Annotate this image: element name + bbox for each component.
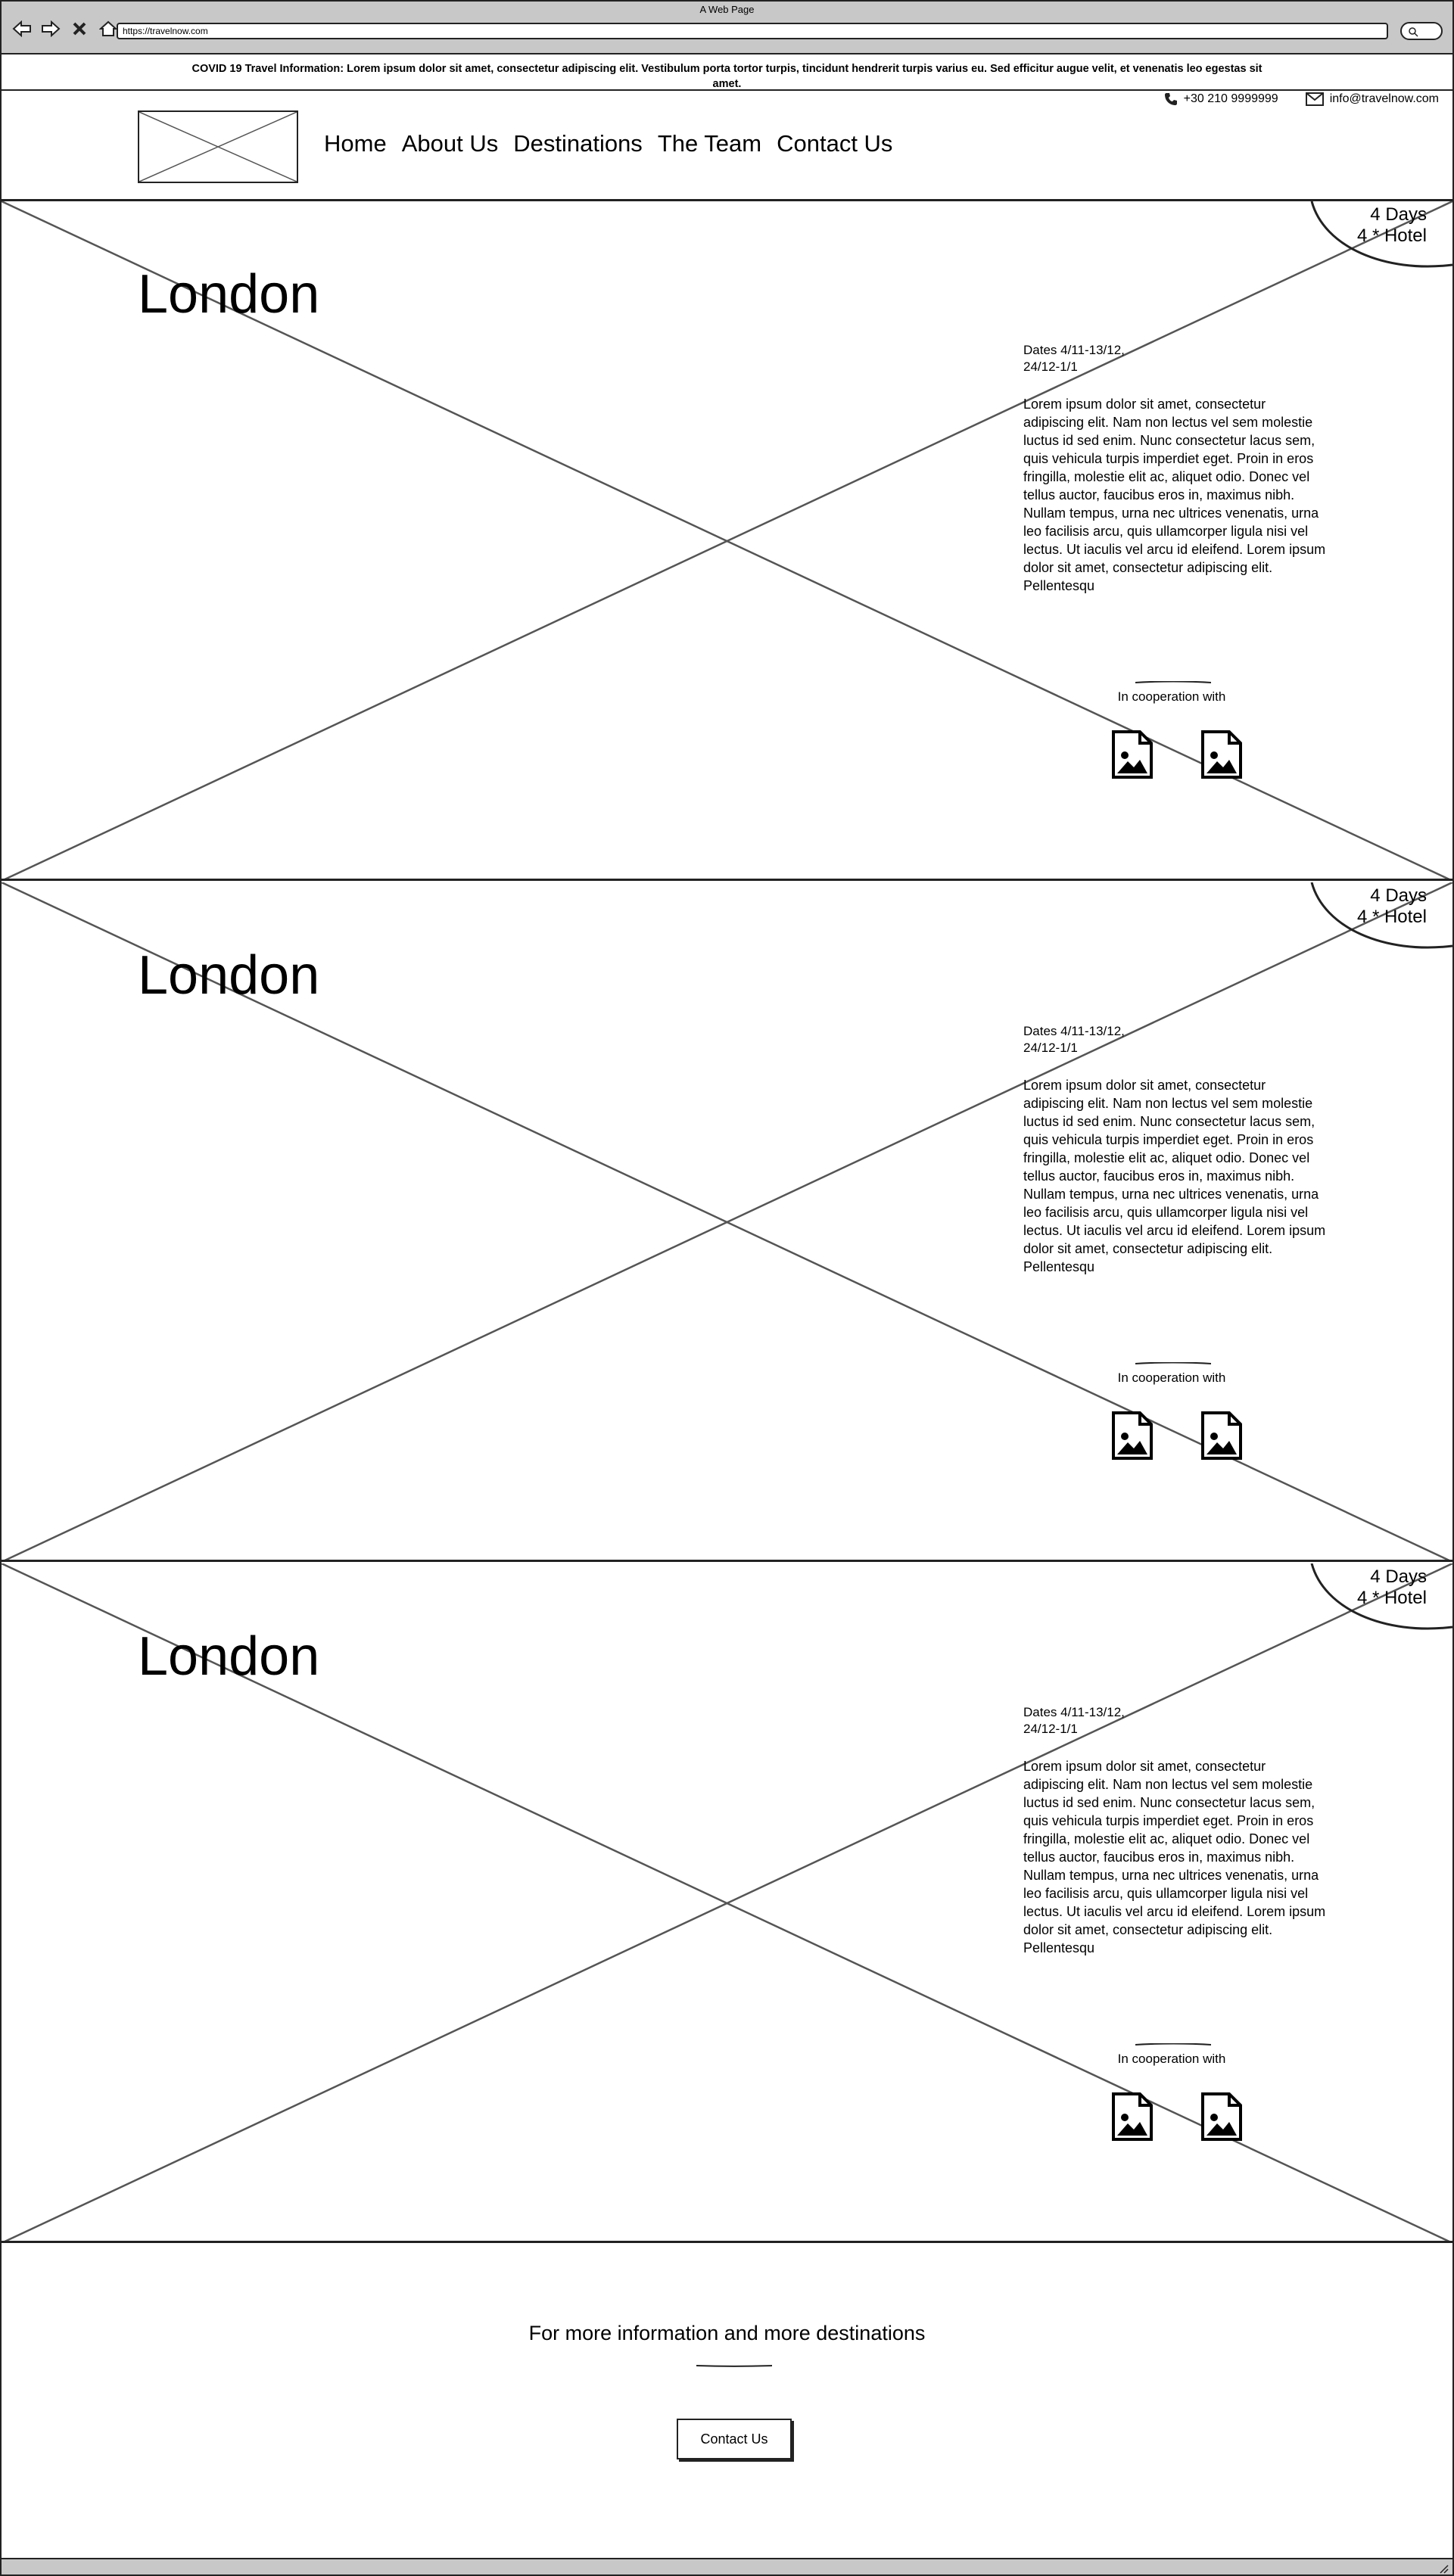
cooperation-label: In cooperation with xyxy=(1117,1370,1226,1385)
logo-placeholder[interactable] xyxy=(138,110,298,183)
divider xyxy=(1135,1362,1211,1364)
arrow-right-icon[interactable] xyxy=(39,19,62,39)
image-file-icon[interactable] xyxy=(1200,730,1243,779)
site-footer: For more information and more destinatio… xyxy=(2,2243,1452,2555)
image-file-icon[interactable] xyxy=(1111,730,1154,779)
nav-home[interactable]: Home xyxy=(324,130,387,157)
trip-description: Lorem ipsum dolor sit amet, consectetur … xyxy=(1023,397,1326,593)
main-nav: Home About Us Destinations The Team Cont… xyxy=(324,130,892,157)
nav-about-us[interactable]: About Us xyxy=(401,130,499,157)
envelope-icon xyxy=(1305,92,1324,106)
destination-card: London 4 Days 4 * Hotel Dates 4/11-13/12… xyxy=(2,1563,1452,2243)
home-icon[interactable] xyxy=(97,19,120,39)
city-title: London xyxy=(138,264,320,325)
trip-badge: 4 Days 4 * Hotel xyxy=(1336,204,1427,247)
destination-card: London 4 Days 4 * Hotel Dates 4/11-13/12… xyxy=(2,882,1452,1562)
badge-hotel: 4 * Hotel xyxy=(1356,1588,1427,1608)
covid-banner: COVID 19 Travel Information: Lorem ipsum… xyxy=(2,56,1452,91)
browser-toolbar: A Web Page https://travelnow.com xyxy=(0,0,1454,54)
nav-contact-us[interactable]: Contact Us xyxy=(777,130,893,157)
badge-hotel: 4 * Hotel xyxy=(1356,226,1427,246)
browser-search-button[interactable] xyxy=(1400,22,1443,40)
nav-the-team[interactable]: The Team xyxy=(657,130,762,157)
badge-days: 4 Days xyxy=(1370,1566,1427,1587)
trip-dates: Dates 4/11-13/12, 24/12-1/1 xyxy=(1023,1024,1125,1055)
browser-status-bar xyxy=(0,2558,1454,2576)
contact-us-button[interactable]: Contact Us xyxy=(677,2419,792,2459)
trip-badge: 4 Days 4 * Hotel xyxy=(1336,1566,1427,1609)
badge-hotel: 4 * Hotel xyxy=(1356,907,1427,927)
close-icon[interactable] xyxy=(68,19,91,39)
email-address: info@travelnow.com xyxy=(1329,92,1439,105)
badge-arc xyxy=(1310,882,1452,949)
city-title: London xyxy=(138,945,320,1006)
image-file-icon[interactable] xyxy=(1111,2092,1154,2142)
image-file-icon[interactable] xyxy=(1200,2092,1243,2142)
site-header: +30 210 9999999 info@travelnow.com Home … xyxy=(2,91,1452,201)
cooperation-label: In cooperation with xyxy=(1117,689,1226,704)
badge-arc xyxy=(1310,1563,1452,1630)
phone-number: +30 210 9999999 xyxy=(1183,92,1278,105)
badge-arc xyxy=(1310,201,1452,268)
phone-contact[interactable]: +30 210 9999999 xyxy=(1164,92,1278,106)
city-title: London xyxy=(138,1626,320,1687)
phone-icon xyxy=(1164,93,1177,105)
divider xyxy=(696,2365,772,2367)
contact-info: +30 210 9999999 info@travelnow.com xyxy=(1164,92,1439,106)
trip-dates: Dates 4/11-13/12, 24/12-1/1 xyxy=(1023,1705,1125,1736)
nav-destinations[interactable]: Destinations xyxy=(513,130,643,157)
browser-nav-buttons xyxy=(11,19,120,39)
resize-grip-icon[interactable] xyxy=(1437,2562,1449,2574)
destination-card: London 4 Days 4 * Hotel Dates 4/11-13/12… xyxy=(2,201,1452,881)
footer-text: For more information and more destinatio… xyxy=(528,2322,926,2344)
email-contact[interactable]: info@travelnow.com xyxy=(1305,92,1439,106)
trip-dates: Dates 4/11-13/12, 24/12-1/1 xyxy=(1023,343,1125,374)
divider xyxy=(1135,681,1211,683)
trip-badge: 4 Days 4 * Hotel xyxy=(1336,885,1427,928)
cooperation-label: In cooperation with xyxy=(1117,2052,1226,2066)
window-title: A Web Page xyxy=(699,4,755,15)
search-icon xyxy=(1409,27,1418,37)
badge-days: 4 Days xyxy=(1370,204,1427,225)
image-file-icon[interactable] xyxy=(1111,1411,1154,1461)
divider xyxy=(1135,2043,1211,2046)
arrow-left-icon[interactable] xyxy=(11,19,33,39)
url-input[interactable]: https://travelnow.com xyxy=(117,23,1388,39)
image-file-icon[interactable] xyxy=(1200,1411,1243,1461)
badge-days: 4 Days xyxy=(1370,885,1427,906)
trip-description: Lorem ipsum dolor sit amet, consectetur … xyxy=(1023,1759,1326,1955)
trip-description: Lorem ipsum dolor sit amet, consectetur … xyxy=(1023,1078,1326,1274)
